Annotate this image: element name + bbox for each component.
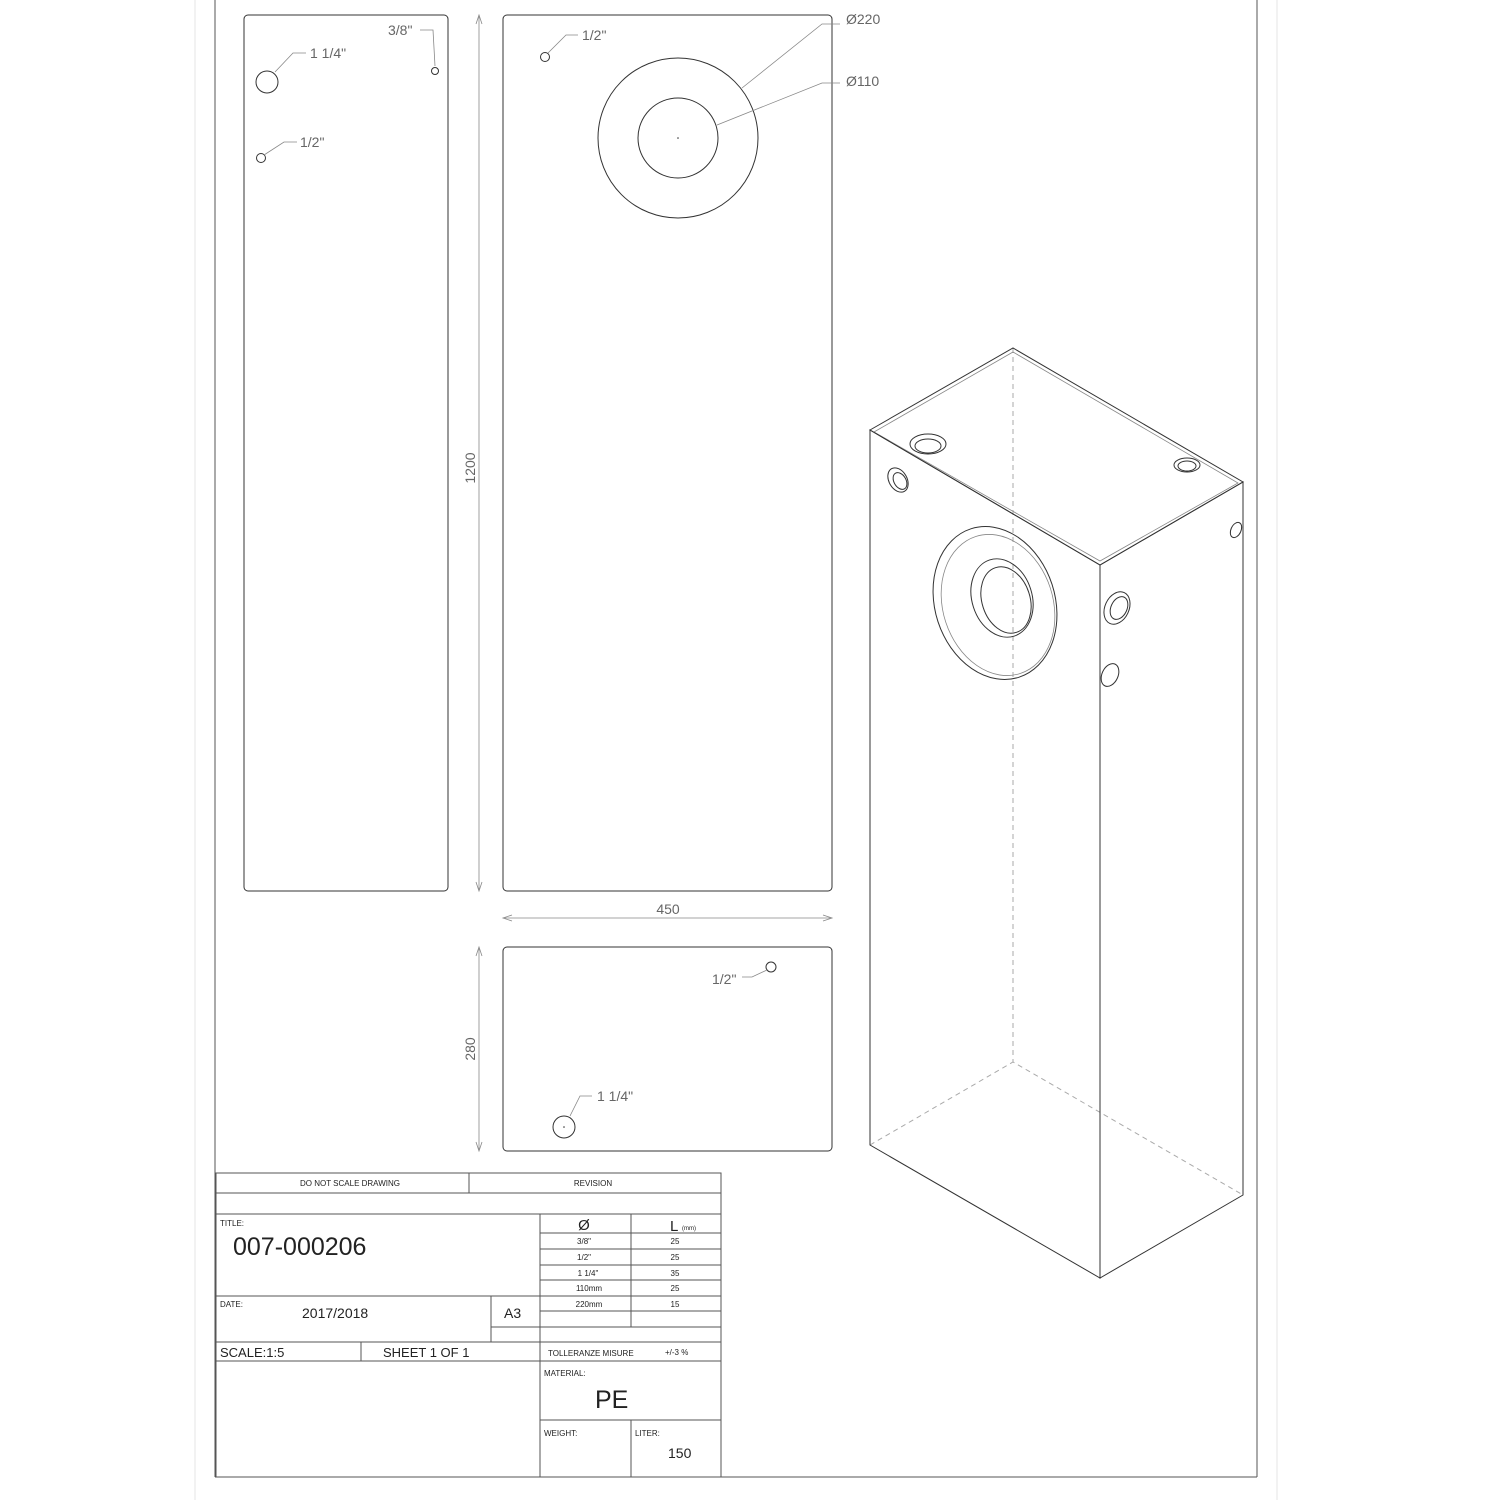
table-cell: 3/8" bbox=[577, 1237, 591, 1246]
depth-dimension: 280 bbox=[462, 945, 483, 1153]
label-d110: Ø110 bbox=[846, 73, 879, 89]
label-1-1-4: 1 1/4" bbox=[310, 45, 346, 61]
top-panel-view: 1/2" 1 1/4" bbox=[502, 946, 833, 1152]
label-d220: Ø220 bbox=[846, 11, 880, 27]
label-1-2: 1/2" bbox=[300, 134, 324, 150]
hole-3-8 bbox=[431, 67, 439, 75]
fitting-length-table: Ø L (mm) 3/8" 25 1/2" 25 1 1/4" 35 110mm… bbox=[576, 1217, 696, 1309]
date-label: DATE: bbox=[220, 1300, 243, 1309]
table-cell: 25 bbox=[671, 1237, 680, 1246]
hole-1-2 bbox=[256, 153, 266, 163]
material-value: PE bbox=[595, 1386, 628, 1414]
dimension-450: 450 bbox=[656, 901, 680, 917]
sheet-format: A3 bbox=[504, 1305, 521, 1321]
table-cell: 25 bbox=[671, 1284, 680, 1293]
table-cell: 220mm bbox=[576, 1300, 603, 1309]
sheet-frame bbox=[194, 0, 1278, 1500]
drawing-title: 007-000206 bbox=[233, 1233, 366, 1261]
do-not-scale-label: DO NOT SCALE DRAWING bbox=[300, 1179, 400, 1188]
label-1-2: 1/2" bbox=[582, 27, 606, 43]
table-cell: 1 1/4" bbox=[578, 1269, 599, 1278]
label-1-2: 1/2" bbox=[712, 971, 736, 987]
dimension-280: 280 bbox=[462, 1037, 478, 1061]
front-panel-view: 1/2" Ø220 Ø110 bbox=[502, 11, 880, 892]
title-block: DO NOT SCALE DRAWING REVISION TITLE: 007… bbox=[215, 1172, 722, 1478]
material-label: MATERIAL: bbox=[544, 1369, 586, 1378]
length-unit: (mm) bbox=[682, 1226, 696, 1232]
label-1-1-4: 1 1/4" bbox=[597, 1088, 633, 1104]
table-cell: 110mm bbox=[576, 1284, 602, 1293]
dimension-1200: 1200 bbox=[462, 452, 478, 483]
liter-label: LITER: bbox=[635, 1429, 660, 1438]
table-cell: 35 bbox=[671, 1269, 680, 1278]
table-cell: 25 bbox=[671, 1253, 680, 1262]
liter-value: 150 bbox=[668, 1445, 692, 1461]
table-cell: 15 bbox=[671, 1300, 680, 1309]
isometric-tank-view bbox=[869, 347, 1244, 1279]
length-header: L bbox=[670, 1218, 678, 1235]
weight-label: WEIGHT: bbox=[544, 1429, 577, 1438]
diameter-header: Ø bbox=[578, 1217, 590, 1234]
opening-110 bbox=[637, 97, 719, 179]
sheet-number: SHEET 1 OF 1 bbox=[383, 1345, 469, 1360]
revision-label: REVISION bbox=[574, 1179, 612, 1188]
title-label: TITLE: bbox=[220, 1219, 244, 1228]
drawing-date: 2017/2018 bbox=[302, 1305, 368, 1321]
tolerance-value: +/-3 % bbox=[665, 1348, 688, 1357]
table-cell: 1/2" bbox=[577, 1253, 591, 1262]
flange-220 bbox=[597, 57, 759, 219]
hole-1-1-4 bbox=[255, 70, 279, 94]
scale-label: SCALE:1:5 bbox=[220, 1345, 284, 1360]
tolerance-label: TOLLERANZE MISURE bbox=[548, 1349, 634, 1358]
label-3-8: 3/8" bbox=[388, 22, 412, 38]
height-dimension: 1200 bbox=[462, 13, 483, 893]
side-panel-view: 3/8" 1 1/4" 1/2" bbox=[243, 14, 449, 892]
width-dimension: 450 bbox=[501, 901, 834, 922]
